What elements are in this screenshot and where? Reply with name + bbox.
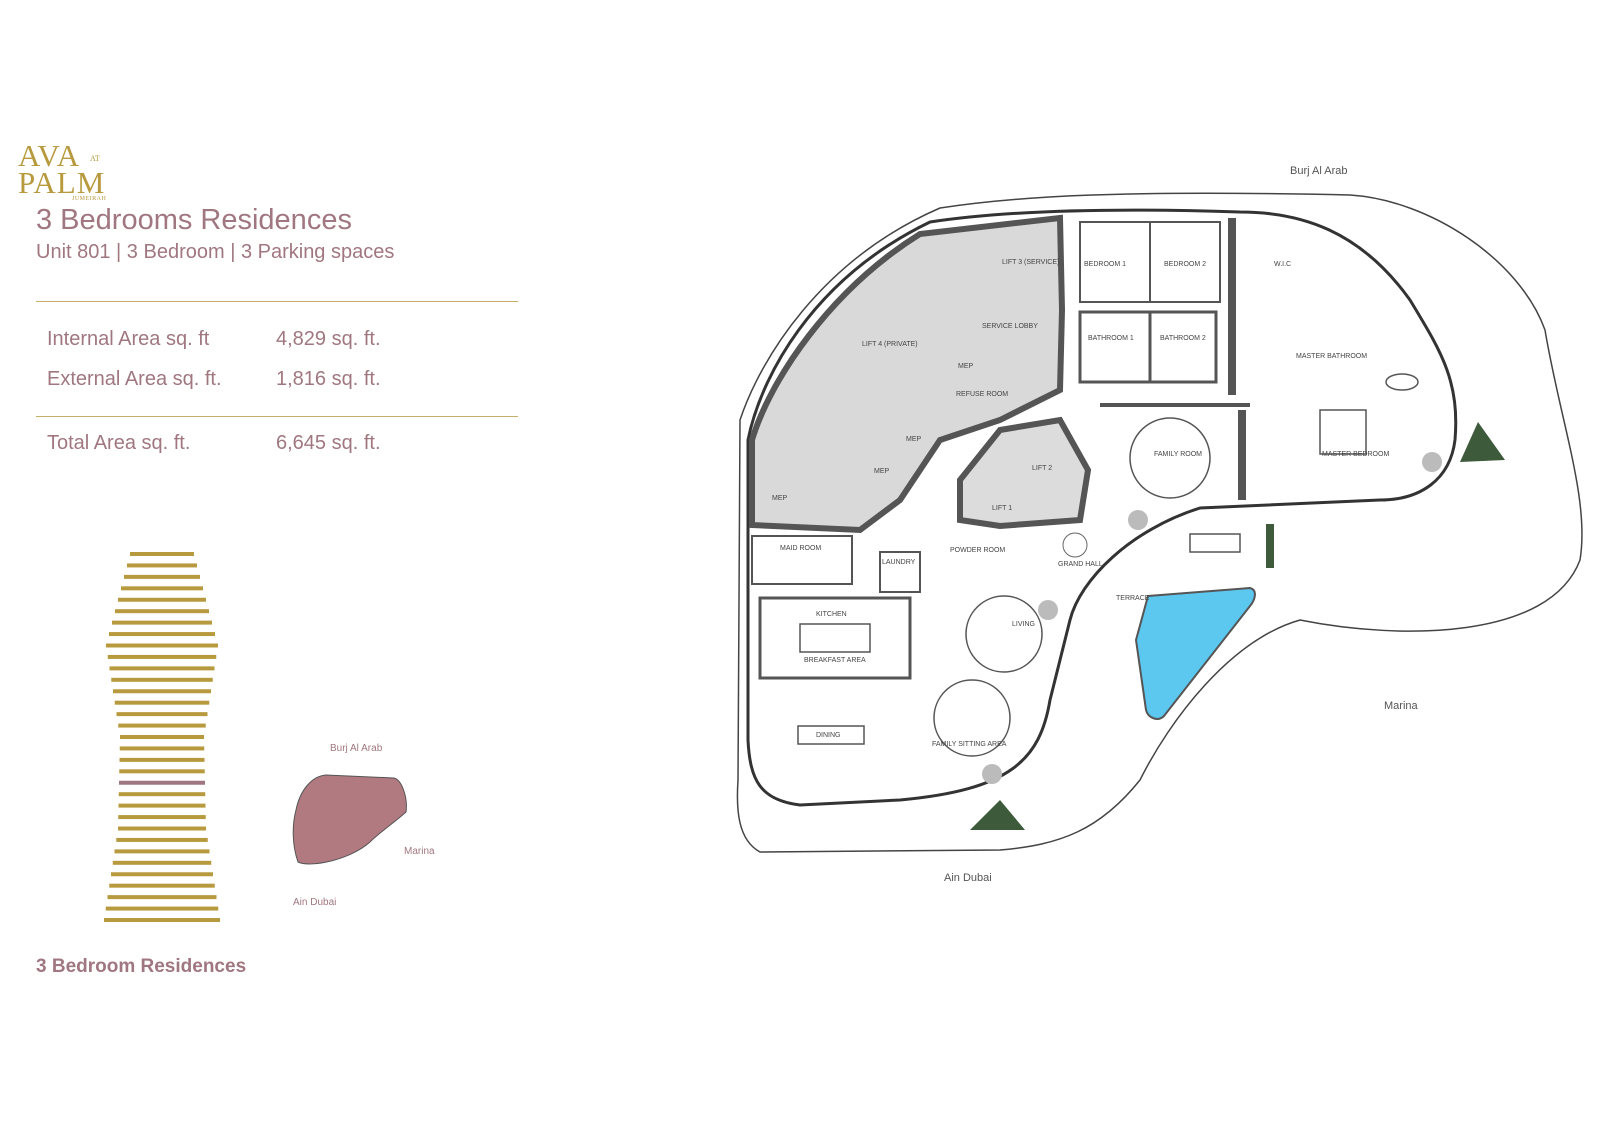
page-title: 3 Bedrooms Residences: [36, 204, 352, 236]
ava-palm-logo: AVA AT PALM JUMEIRAH: [16, 140, 116, 206]
label-lift-private: LIFT 4 (PRIVATE): [862, 341, 918, 348]
internal-area-value: 4,829 sq. ft.: [276, 328, 381, 350]
terrace-dining-table: [1189, 533, 1241, 553]
dining-table: [797, 725, 865, 745]
master-bedroom-bed: [1319, 409, 1367, 455]
logo-line-ava: AVA: [18, 138, 81, 173]
bedroom-2: [1149, 221, 1221, 303]
label-master-bedroom: MASTER BEDROOM: [1322, 451, 1389, 458]
label-terrace: TERRACE: [1116, 595, 1150, 602]
living-rug: [965, 595, 1043, 673]
label-laundry: LAUNDRY: [882, 559, 916, 566]
label-bedroom-2: BEDROOM 2: [1164, 261, 1206, 268]
label-powder-room: POWDER ROOM: [950, 547, 1005, 554]
divider-bottom: [36, 416, 518, 417]
kitchen-area: [758, 596, 912, 680]
label-mep-3: MEP: [874, 468, 890, 475]
label-service-lobby: SERVICE LOBBY: [982, 323, 1038, 330]
planter-south: [970, 800, 1025, 830]
plan-north-label: Burj Al Arab: [1290, 165, 1347, 177]
label-lift-service: LIFT 3 (SERVICE): [1002, 259, 1059, 266]
label-master-bathroom: MASTER BATHROOM: [1296, 353, 1367, 360]
label-bathroom-1: BATHROOM 1: [1088, 335, 1134, 342]
logo-line-jumeirah: JUMEIRAH: [72, 196, 107, 202]
divider-top: [36, 301, 518, 302]
label-family-room: FAMILY ROOM: [1154, 451, 1202, 458]
external-area-value: 1,816 sq. ft.: [276, 368, 381, 390]
bathroom-1: [1078, 310, 1152, 384]
label-kitchen: KITCHEN: [816, 611, 847, 618]
planter-east: [1460, 422, 1505, 462]
kitchen-island: [799, 623, 871, 653]
label-bathroom-2: BATHROOM 2: [1160, 335, 1206, 342]
site-outline: [736, 192, 1583, 853]
label-maid-room: MAID ROOM: [780, 545, 821, 552]
label-living: LIVING: [1012, 621, 1035, 628]
total-area-value: 6,645 sq. ft.: [276, 432, 381, 454]
planter-terrace: [1266, 524, 1274, 568]
master-bathtub: [1385, 373, 1419, 391]
plan-east-label: Marina: [1384, 700, 1419, 712]
label-grand-hall: GRAND HALL: [1058, 561, 1103, 568]
external-area-label: External Area sq. ft.: [47, 368, 222, 390]
label-refuse-room: REFUSE ROOM: [956, 391, 1008, 398]
label-lift-2: LIFT 2: [1032, 465, 1052, 472]
internal-area-label: Internal Area sq. ft: [47, 328, 210, 350]
laundry: [879, 551, 921, 593]
unit-subtitle: Unit 801 | 3 Bedroom | 3 Parking spaces: [36, 241, 395, 263]
logo-line-palm: PALM: [18, 165, 106, 200]
label-mep-4: MEP: [772, 495, 788, 502]
plan-south-label: Ain Dubai: [944, 872, 992, 884]
label-family-sitting: FAMILY SITTING AREA: [932, 741, 1007, 748]
label-lift-1: LIFT 1: [992, 505, 1012, 512]
core-area: [749, 214, 1066, 534]
label-dining: DINING: [816, 732, 841, 739]
pool: [1134, 586, 1256, 720]
maid-room: [751, 535, 853, 585]
label-bedroom-1: BEDROOM 1: [1084, 261, 1126, 268]
lift-core: [957, 416, 1092, 530]
label-mep-1: MEP: [958, 363, 974, 370]
label-mep-2: MEP: [906, 436, 922, 443]
footer-caption: 3 Bedroom Residences: [36, 956, 247, 977]
family-sitting-rug: [933, 679, 1011, 757]
building-outline: [746, 208, 1458, 807]
logo-at: AT: [90, 154, 100, 163]
family-room-rug: [1129, 417, 1211, 499]
bathroom-2: [1148, 310, 1218, 384]
total-area-label: Total Area sq. ft.: [47, 432, 191, 454]
label-breakfast-area: BREAKFAST AREA: [804, 657, 866, 664]
label-wic: W.I.C: [1274, 261, 1291, 268]
